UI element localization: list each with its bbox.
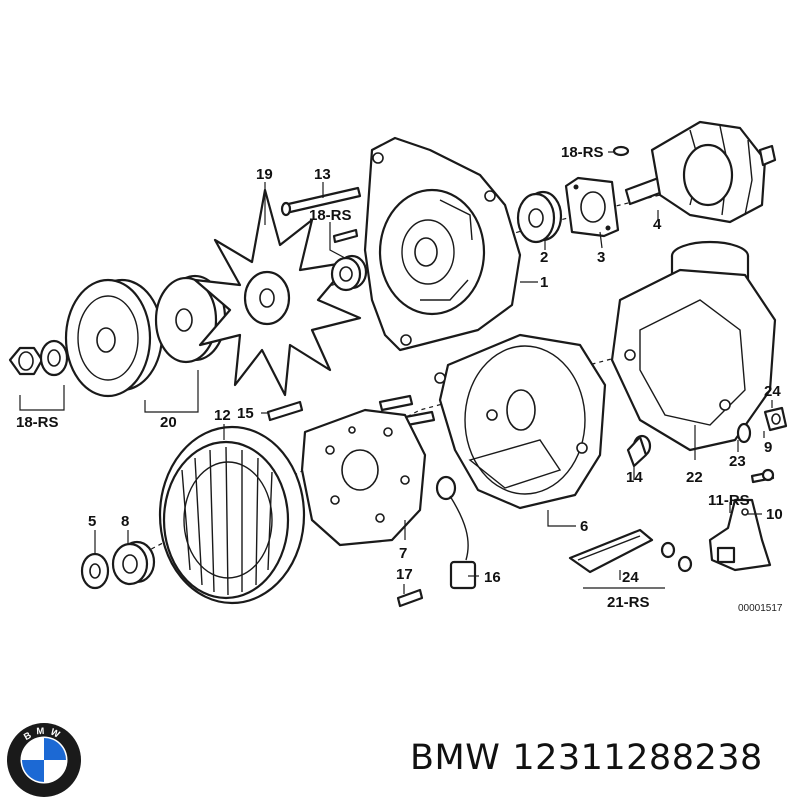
callout-21-rs: 21-RS (607, 594, 650, 611)
callout-5: 5 (88, 513, 96, 530)
logo-quadrant-tr (44, 738, 66, 760)
callout-7: 7 (399, 545, 407, 562)
callout-18-rs-mid: 18-RS (309, 207, 352, 224)
callout-19: 19 (256, 166, 273, 183)
logo-quadrant-br (44, 760, 66, 782)
callout-9: 9 (764, 439, 772, 456)
brush-cover (568, 528, 693, 574)
pulley (64, 274, 227, 398)
exploded-parts-diagram: 1 2 3 4 18-RS 19 13 18-RS 18-RS 20 12 15… (8, 120, 788, 614)
callout-3: 3 (597, 249, 605, 266)
long-bolt (280, 186, 362, 217)
callout-12: 12 (214, 407, 231, 424)
part-caption: BMW 12311288238 (410, 738, 775, 778)
slip-ring-housing (434, 333, 607, 510)
callout-6: 6 (580, 518, 588, 535)
fan (193, 188, 362, 397)
callout-14: 14 (626, 469, 643, 486)
callout-20: 20 (160, 414, 177, 431)
callout-22: 22 (686, 469, 703, 486)
callout-17: 17 (396, 566, 413, 583)
voltage-regulator (708, 498, 772, 572)
callout-4: 4 (653, 216, 662, 233)
caption-brand: BMW (410, 738, 501, 778)
logo-quadrant-tl (22, 738, 44, 760)
logo-quadrant-bl (22, 760, 44, 782)
callout-8: 8 (121, 513, 129, 530)
capacitor (396, 475, 477, 608)
bearings-bottom (80, 540, 156, 590)
callout-15: 15 (237, 405, 254, 422)
rectifier-bolt-a (378, 394, 414, 412)
callout-24-bottom: 24 (622, 569, 639, 586)
callout-2: 2 (540, 249, 548, 266)
bearing (516, 190, 563, 244)
spacer-bush (330, 254, 368, 292)
callout-18-rs-top: 18-RS (561, 144, 604, 161)
nut-and-washer (8, 339, 69, 377)
stator (158, 425, 306, 605)
small-screw (332, 228, 359, 244)
rectifier (300, 408, 427, 547)
bolt-15 (266, 400, 304, 422)
callout-16: 16 (484, 569, 501, 586)
callout-11-rs: 11-RS (708, 492, 750, 509)
rear-small-parts (736, 406, 788, 484)
caption-part-number: 12311288238 (512, 738, 763, 778)
rear-cover (610, 240, 777, 452)
drawing-code: 00001517 (738, 603, 783, 614)
rotor (624, 120, 777, 224)
callout-1: 1 (540, 274, 548, 291)
callout-24-right: 24 (764, 383, 781, 400)
bearing-plate (564, 176, 620, 238)
callout-13: 13 (314, 166, 331, 183)
bush (626, 434, 652, 468)
bmw-logo: BMW (7, 723, 81, 797)
callout-23: 23 (729, 453, 746, 470)
callout-10: 10 (766, 506, 783, 523)
leader-lines (19, 151, 773, 594)
woodruff-key (612, 145, 630, 157)
front-housing (363, 136, 522, 352)
callout-18-rs-left: 18-RS (16, 414, 59, 431)
